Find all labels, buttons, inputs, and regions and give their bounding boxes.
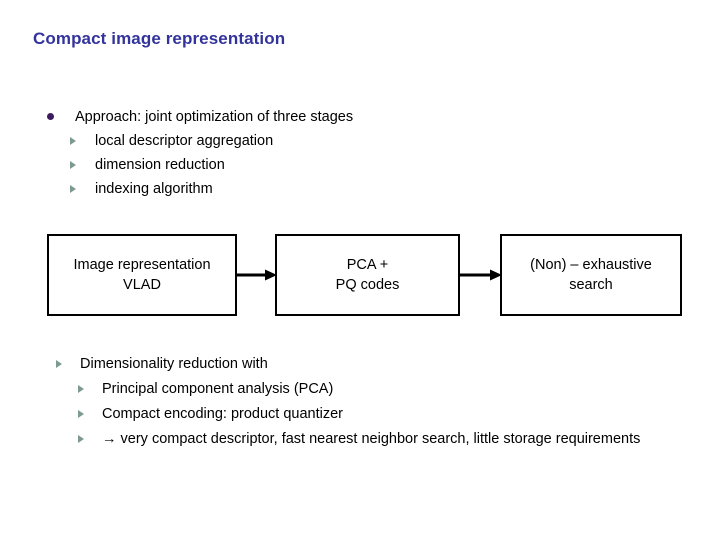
flow-box-image-representation: Image representation VLAD [47, 234, 237, 316]
bullet-item-very-compact-descriptor: → very compact descriptor, fast nearest … [56, 427, 696, 452]
bullet-item-local-descriptor-aggregation: local descriptor aggregation [47, 129, 667, 153]
triangle-bullet-icon [78, 435, 84, 443]
triangle-bullet-icon [78, 410, 84, 418]
bullet-item-dimension-reduction: dimension reduction [47, 153, 667, 177]
flow-box-label: Image representation VLAD [73, 255, 210, 295]
flow-box-label: (Non) – exhaustive search [530, 255, 652, 295]
flow-box-label: PCA + PQ codes [336, 255, 400, 295]
triangle-bullet-icon [70, 185, 76, 193]
bullet-item-compact-encoding: Compact encoding: product quantizer [56, 402, 696, 427]
bullet-text: indexing algorithm [95, 181, 213, 197]
bullet-text: Approach: joint optimization of three st… [75, 109, 354, 125]
approach-bullet-list: Approach: joint optimization of three st… [47, 105, 667, 201]
bullet-text: → very compact descriptor, fast nearest … [102, 431, 641, 447]
bullet-item-dimensionality-reduction: Dimensionality reduction with [56, 352, 696, 377]
flow-box-line-2: search [569, 277, 613, 293]
flow-box-line-1: Image representation [73, 257, 211, 273]
arrow-box1-to-box2-icon [237, 269, 277, 281]
disc-bullet-icon [47, 113, 54, 120]
flow-box-non-exhaustive-search: (Non) – exhaustive search [500, 234, 682, 316]
flow-box-line-1: PCA + [346, 257, 389, 273]
bullet-item-indexing-algorithm: indexing algorithm [47, 177, 667, 201]
triangle-bullet-icon [78, 385, 84, 393]
triangle-bullet-icon [70, 137, 76, 145]
bullet-text: dimension reduction [95, 157, 225, 173]
bullet-text: local descriptor aggregation [95, 133, 274, 149]
dimensionality-reduction-bullet-list: Dimensionality reduction with Principal … [56, 352, 696, 452]
bullet-text: Principal component analysis (PCA) [102, 381, 334, 397]
bullet-text: Compact encoding: product quantizer [102, 406, 344, 422]
page-title: Compact image representation [33, 29, 286, 48]
arrow-box2-to-box3-icon [460, 269, 502, 281]
flow-box-line-2: PQ codes [335, 277, 400, 293]
flow-box-line-2: VLAD [123, 277, 161, 293]
bullet-text: Dimensionality reduction with [80, 356, 268, 372]
triangle-bullet-icon [56, 360, 62, 368]
triangle-bullet-icon [70, 161, 76, 169]
bullet-item-approach: Approach: joint optimization of three st… [47, 105, 667, 129]
flow-box-pca-pq-codes: PCA + PQ codes [275, 234, 460, 316]
bullet-item-principal-component-analysis: Principal component analysis (PCA) [56, 377, 696, 402]
flow-box-line-1: (Non) – exhaustive [530, 257, 652, 273]
